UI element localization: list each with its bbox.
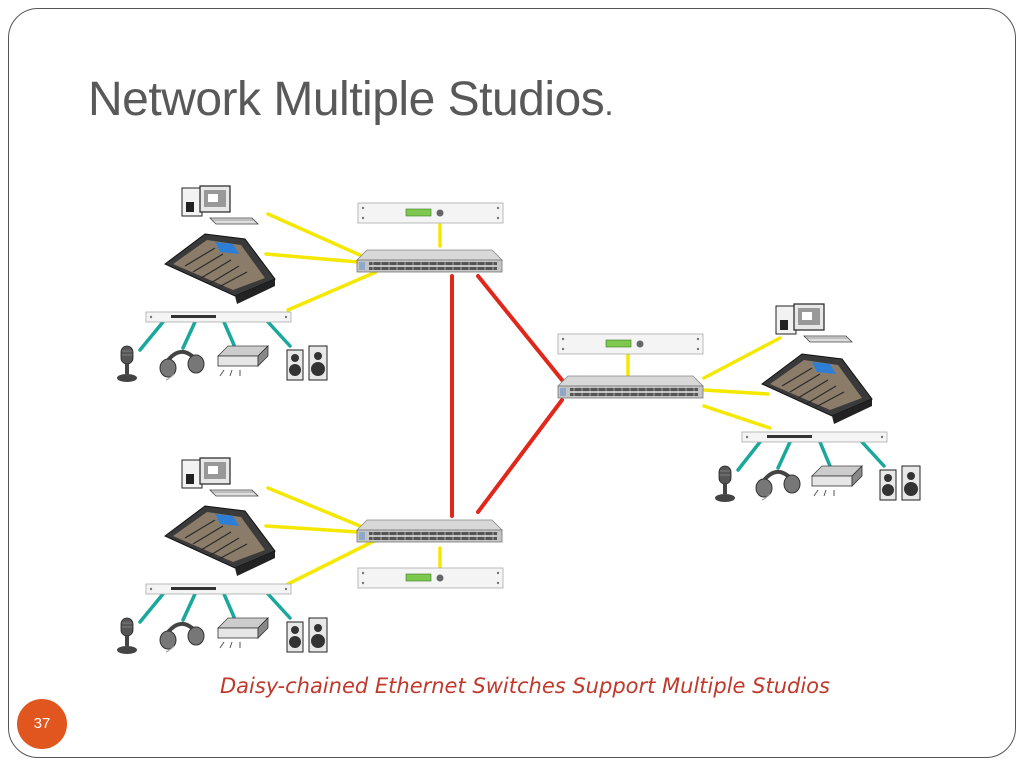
slide-title-text: Network Multiple Studios	[88, 73, 605, 126]
codec-unit-icon	[557, 333, 704, 355]
computer-icon	[181, 185, 259, 225]
network-switch-icon	[356, 519, 503, 543]
trunk-link-1-3	[476, 274, 564, 382]
headphones-icon	[158, 349, 206, 382]
mixing-console-icon	[164, 233, 276, 305]
microphone-icon	[116, 617, 138, 655]
audio-node-icon	[145, 583, 292, 595]
network-switch-icon	[557, 375, 704, 399]
diagram-caption: Daisy-chained Ethernet Switches Support …	[220, 674, 830, 698]
speaker-icon	[879, 465, 921, 501]
codec-unit-icon	[357, 202, 504, 224]
amplifier-icon	[811, 465, 863, 497]
slide-title-suffix: .	[604, 85, 614, 123]
trunk-link-2-3	[476, 398, 564, 514]
mixing-console-icon	[164, 505, 276, 577]
microphone-icon	[116, 345, 138, 383]
speaker-icon	[286, 617, 328, 653]
studio-1	[116, 185, 504, 383]
audio-node-icon	[741, 431, 888, 443]
page-number-badge: 37	[17, 699, 67, 749]
switch-trunk-links	[450, 274, 564, 518]
codec-unit-icon	[357, 567, 504, 589]
studio-3	[557, 303, 921, 503]
studio-2	[116, 457, 504, 655]
amplifier-icon	[217, 345, 269, 377]
computer-icon	[775, 303, 853, 343]
network-switch-icon	[356, 249, 503, 273]
speaker-icon	[286, 345, 328, 381]
audio-node-icon	[145, 311, 292, 323]
amplifier-icon	[217, 617, 269, 649]
microphone-icon	[714, 465, 736, 503]
headphones-icon	[158, 621, 206, 654]
computer-icon	[181, 457, 259, 497]
mixing-console-icon	[761, 353, 873, 425]
slide-title: Network Multiple Studios.	[88, 72, 614, 127]
headphones-icon	[754, 469, 802, 502]
